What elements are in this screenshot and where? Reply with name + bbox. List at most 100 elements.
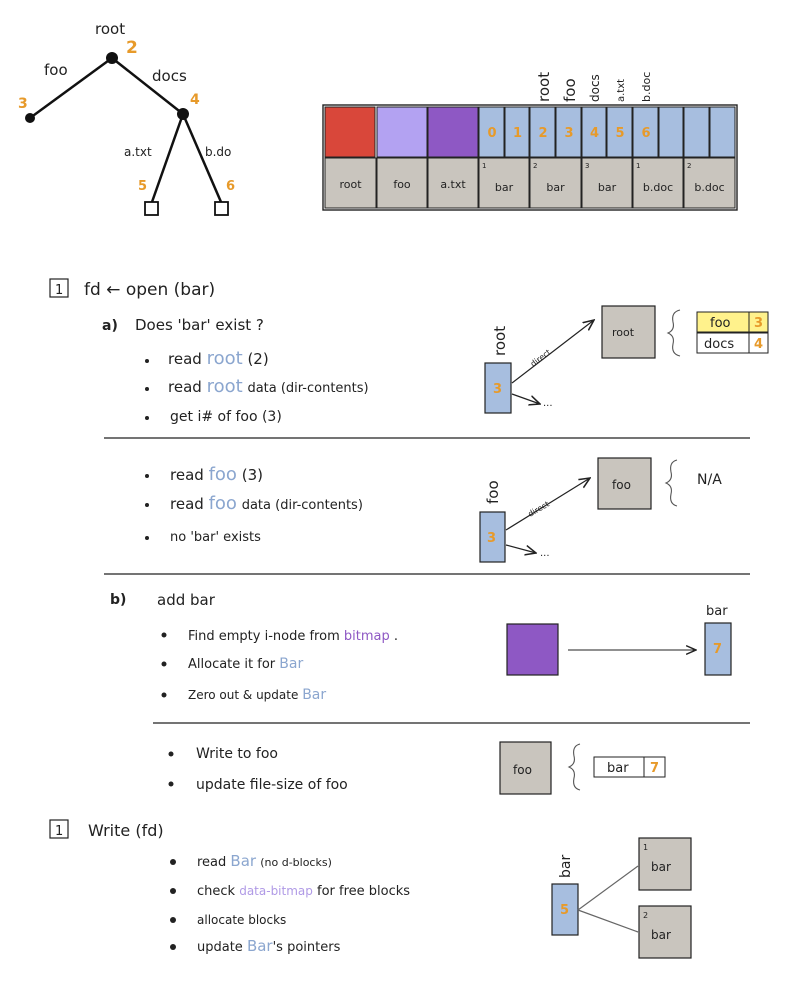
substep-b-title: add bar — [157, 591, 216, 609]
inode-number: 2 — [539, 126, 548, 141]
tree-foo-num: 3 — [18, 96, 28, 112]
tree-edge-docs-atxt — [150, 113, 185, 203]
dir-entry-num-cell — [643, 756, 666, 778]
bullet-dot — [170, 859, 176, 865]
brace — [664, 459, 678, 507]
data-block-label: b.doc — [694, 181, 724, 194]
tree-bdo-label: b.do — [205, 145, 231, 159]
bullet-dot — [168, 781, 174, 787]
bar-data-block-1 — [638, 837, 692, 891]
root-data-label: root — [612, 326, 635, 339]
inode-vertical-label: bar — [558, 855, 574, 878]
data-block-label: b.doc — [643, 181, 673, 194]
inode-cell — [478, 106, 505, 158]
bullet-read-foo: read foo (3) — [170, 464, 263, 485]
dir-entry-num-cell — [748, 332, 769, 354]
bullet-allocate-blocks: allocate blocks — [197, 913, 286, 927]
disk-outline — [322, 104, 738, 211]
root-data-block — [601, 305, 656, 359]
bullet-dot — [145, 474, 149, 478]
foo-inode-block — [479, 511, 506, 563]
root-inode-num: 3 — [493, 382, 502, 397]
inode-cell — [632, 106, 659, 158]
tree-root-label: root — [95, 20, 125, 38]
data-block-cell — [324, 157, 377, 209]
tree-node-docs — [177, 108, 189, 120]
directory-tree: root 2 foo 3 docs 4 a.txt 5 b.do 6 — [18, 20, 235, 216]
pointer-line — [577, 909, 639, 933]
data-block-label: bar — [598, 181, 617, 194]
block-label: bar — [651, 928, 671, 942]
bullet-dot — [161, 632, 167, 638]
bullet-dot — [170, 944, 176, 950]
inode-name-label: foo — [561, 78, 579, 102]
brace — [567, 743, 581, 791]
step-update-foo: Write to foo update file-size of foo foo… — [168, 741, 666, 795]
step-title: Write (fd) — [88, 821, 164, 840]
bullet-update-size: update file-size of foo — [196, 777, 348, 793]
data-block-index: 2 — [533, 162, 537, 170]
foo-data-block — [597, 457, 652, 510]
dir-entry-name: bar — [607, 761, 629, 776]
not-applicable: N/A — [697, 472, 722, 488]
bullet-read-bar: read Bar (no d-blocks) — [197, 852, 332, 870]
direct-label: direct — [527, 500, 551, 519]
foo-data-label: foo — [612, 478, 631, 492]
block-index: 1 — [643, 843, 648, 852]
bullet-dot — [145, 536, 149, 540]
indirect-pointer-arrow — [505, 544, 536, 553]
bar-data-block-2 — [638, 905, 692, 959]
bullet-dot — [145, 359, 149, 363]
bullet-dot — [145, 416, 149, 420]
bullet-dot — [170, 888, 176, 894]
bullet-dot — [168, 751, 174, 757]
data-block-label: bar — [546, 181, 565, 194]
dir-entry-num-cell — [748, 311, 769, 333]
step-open-bar-continued: read foo (3) read foo data (dir-contents… — [104, 457, 750, 575]
tree-bdo-num: 6 — [226, 179, 235, 194]
tree-edge-root-docs — [111, 57, 184, 115]
data-block-index: 1 — [482, 162, 486, 170]
tree-node-atxt — [144, 201, 159, 216]
tree-docs-label: docs — [152, 67, 187, 85]
tree-node-root — [106, 52, 118, 64]
bullet-zero-update: Zero out & update Bar — [188, 687, 326, 703]
bar-label: bar — [706, 604, 728, 619]
pointer-line — [577, 865, 639, 911]
substep-b-label: b) — [110, 592, 126, 608]
step-number-box — [49, 819, 69, 839]
tree-edge-root-foo — [29, 56, 113, 120]
bullet-read-root-data: read root data (dir-contents) — [168, 376, 369, 397]
bullet-get-inode-foo: get i# of foo (3) — [170, 409, 282, 425]
data-block-index: 3 — [585, 162, 589, 170]
data-block-label: foo — [393, 178, 411, 191]
bullet-read-root: read root (2) — [168, 348, 269, 369]
root-inode-block — [484, 362, 512, 414]
inode-cell — [709, 106, 736, 158]
data-block-cell — [632, 157, 684, 209]
bullet-dot — [145, 387, 149, 391]
bullet-find-inode: Find empty i-node from bitmap . — [188, 629, 398, 644]
data-block-cell — [376, 157, 428, 209]
data-block-label: root — [339, 178, 362, 191]
inode-cell — [555, 106, 582, 158]
bar-inode-block — [704, 622, 732, 676]
inode-number: 3 — [565, 126, 574, 141]
step-add-bar: b) add bar Find empty i-node from bitmap… — [110, 591, 750, 724]
bullet-update-pointers: update Bar's pointers — [197, 937, 341, 955]
data-block-index: 2 — [687, 162, 691, 170]
inode-name-label: b.doc — [640, 72, 653, 102]
indirect-pointer-arrow — [511, 393, 540, 404]
foo-data-label: foo — [513, 763, 532, 777]
dir-entry-name: foo — [710, 316, 731, 331]
bullet-dot — [161, 661, 167, 667]
dir-entry-num: 3 — [754, 316, 763, 331]
inode-vertical-label: root — [491, 326, 509, 356]
tree-atxt-num: 5 — [138, 179, 147, 194]
foo-data-block — [499, 741, 552, 795]
direct-pointer-arrow — [511, 320, 594, 384]
block-index: 2 — [643, 911, 648, 920]
tree-atxt-label: a.txt — [124, 145, 152, 159]
